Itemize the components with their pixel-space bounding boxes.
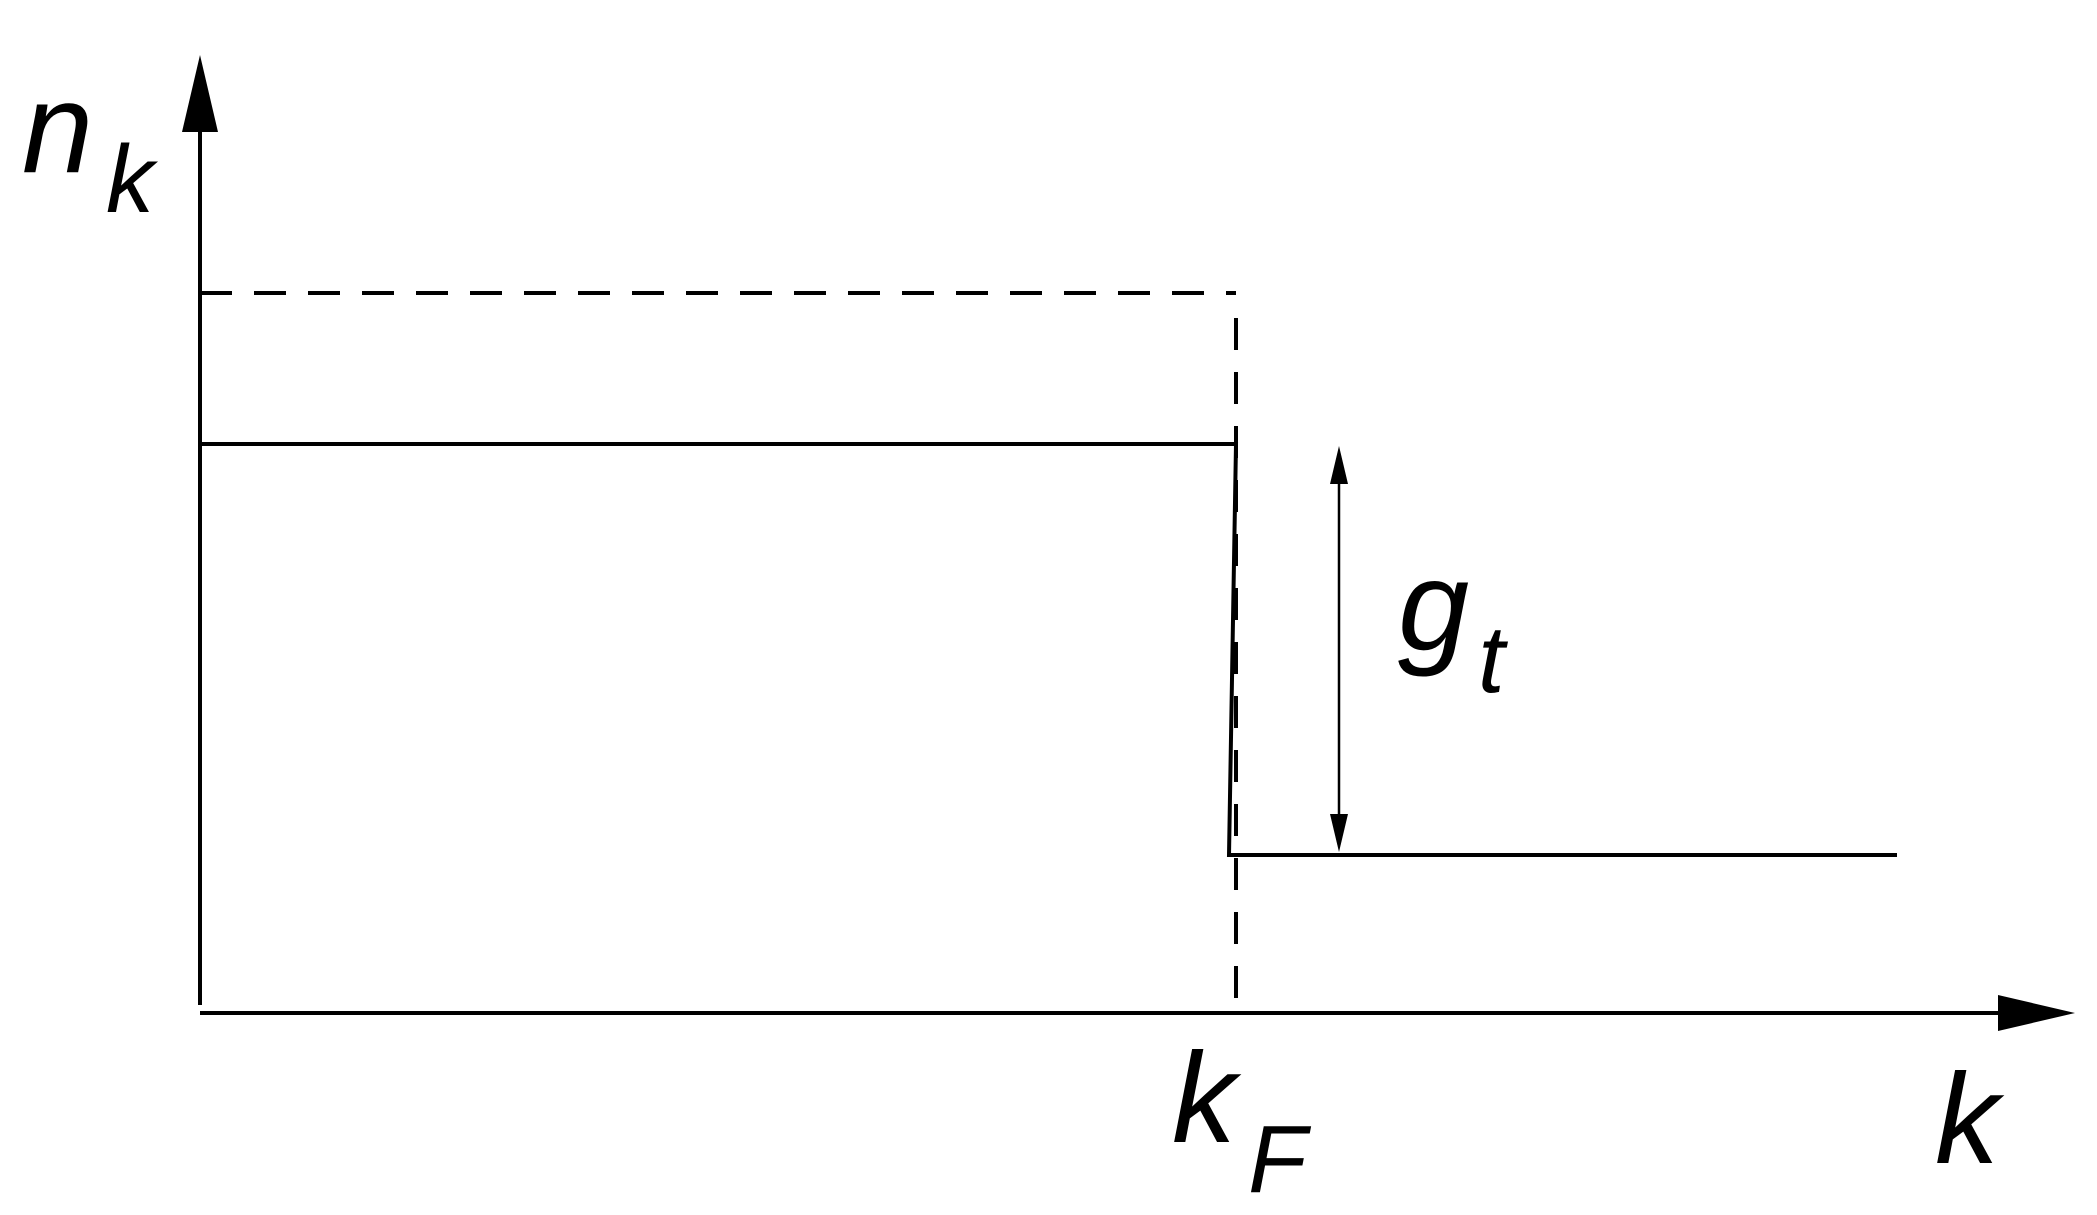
- gap-arrow-head-bottom: [1330, 814, 1348, 852]
- y-axis-label-subscript: k: [106, 126, 159, 233]
- x-axis-arrowhead: [1998, 995, 2075, 1031]
- solid-distribution-curve: [200, 442, 1897, 857]
- fermi-momentum-label: k: [1172, 1027, 1242, 1170]
- gap-label-subscript: t: [1478, 606, 1508, 713]
- gap-label: g: [1398, 535, 1469, 678]
- y-axis-arrowhead: [182, 55, 218, 132]
- gap-arrow-head-top: [1330, 446, 1348, 484]
- fermi-momentum-label-subscript: F: [1248, 1106, 1312, 1213]
- y-axis-label: n: [22, 57, 93, 200]
- x-axis-label: k: [1935, 1048, 2005, 1191]
